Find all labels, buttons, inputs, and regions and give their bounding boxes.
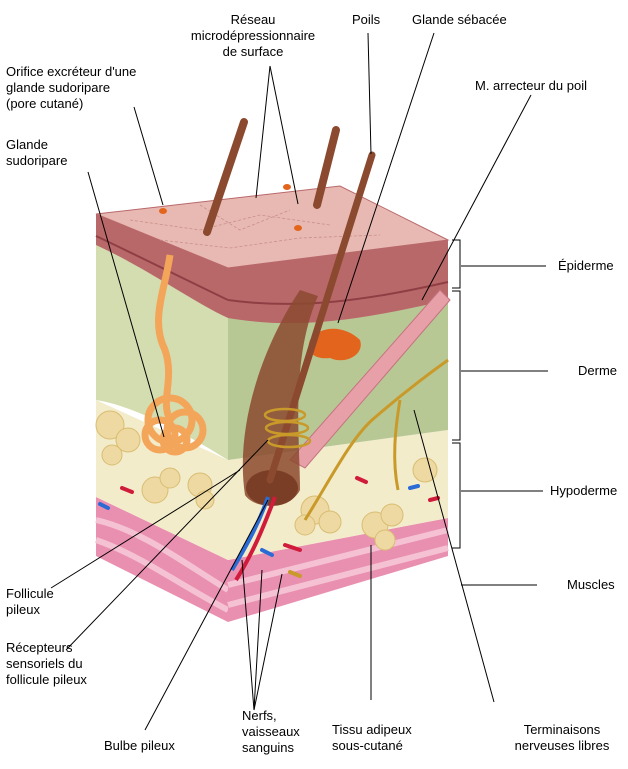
label-tissu: Tissu adipeux sous-cutané (332, 722, 412, 754)
label-recepteurs: Récepteurs sensoriels du follicule pileu… (6, 640, 87, 688)
label-hypoderme: Hypoderme (550, 483, 617, 499)
label-follicule: Follicule pileux (6, 586, 54, 618)
label-epiderme: Épiderme (558, 258, 614, 274)
label-glande-sudoripare: Glande sudoripare (6, 137, 67, 169)
label-muscles: Muscles (567, 577, 615, 593)
label-bulbe: Bulbe pileux (104, 738, 175, 754)
label-derme: Derme (578, 363, 617, 379)
label-nerfs: Nerfs, vaisseaux sanguins (242, 708, 300, 756)
label-arrecteur: M. arrecteur du poil (475, 78, 587, 94)
label-glande-sebacee: Glande sébacée (412, 12, 507, 28)
label-terminaisons: Terminaisons nerveuses libres (500, 722, 624, 754)
layer-brackets (452, 240, 460, 548)
label-poils: Poils (352, 12, 380, 28)
label-orifice: Orifice excréteur d'une glande sudoripar… (6, 64, 136, 112)
label-reseau: Réseau microdépressionnaire de surface (178, 12, 328, 60)
